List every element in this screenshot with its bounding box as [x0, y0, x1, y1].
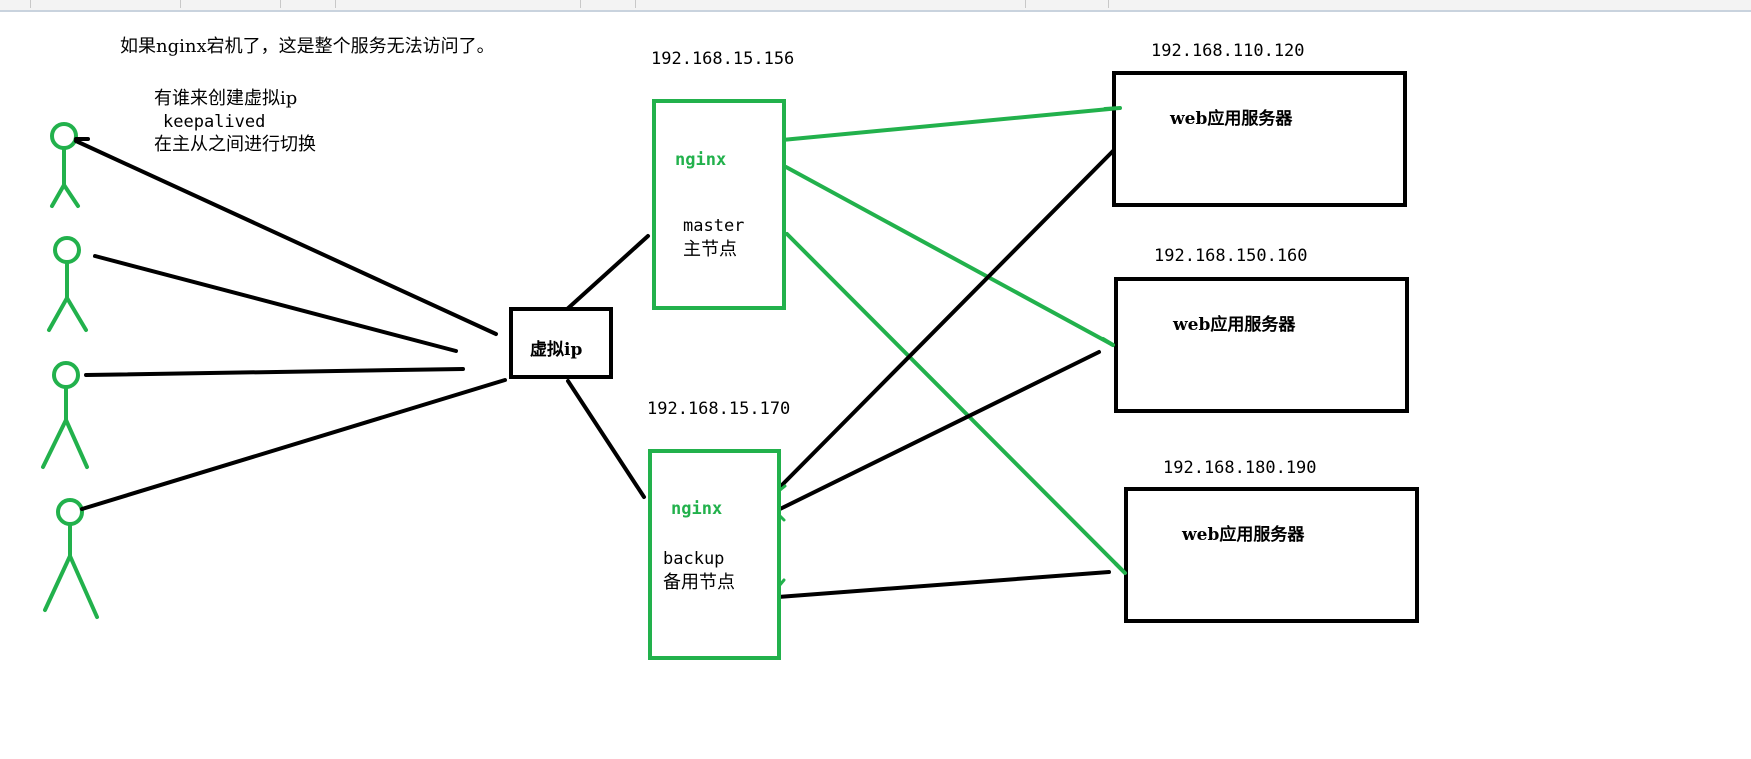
- connector-line: [563, 234, 650, 313]
- connector-line: [74, 139, 498, 336]
- vip-connectors: [563, 234, 650, 499]
- connector-line: [1114, 562, 1127, 575]
- user-icon: [41, 361, 89, 469]
- backup-connectors: [776, 145, 1119, 599]
- web-server-box: [1124, 487, 1419, 623]
- note-keepalived: keepalived: [163, 112, 265, 132]
- master-ip-label: 192.168.15.156: [651, 49, 794, 69]
- connector-line: [93, 254, 458, 353]
- user-icon: [50, 122, 80, 208]
- master-role-label: master: [683, 216, 744, 236]
- backup-ip-label: 192.168.15.170: [647, 399, 790, 419]
- backup-role-cn-label: 备用节点: [663, 572, 735, 593]
- toolbar-separator: [180, 0, 181, 8]
- master-nginx-label: nginx: [675, 150, 726, 170]
- toolbar-separator: [280, 0, 281, 8]
- connector-line: [778, 350, 1101, 511]
- web-server-label: web应用服务器: [1172, 314, 1296, 335]
- user-connectors: [74, 137, 507, 511]
- toolbar-separator: [30, 0, 31, 8]
- web-server-label: web应用服务器: [1181, 524, 1305, 545]
- connector-line: [1103, 106, 1122, 111]
- master-connectors: [780, 106, 1127, 575]
- user-icon: [47, 236, 88, 332]
- web-server-ip: 192.168.150.160: [1154, 246, 1308, 266]
- connector-line: [777, 145, 1119, 490]
- web-server-box: [1114, 277, 1409, 413]
- user-icon: [43, 498, 99, 619]
- web-server-label: web应用服务器: [1169, 108, 1293, 129]
- note-nginx-failure: 如果nginx宕机了，这是整个服务无法访问了。: [120, 36, 495, 57]
- connector-line: [80, 378, 507, 511]
- master-role-cn-label: 主节点: [683, 239, 737, 260]
- web-server-box: [1112, 71, 1407, 207]
- note-create-vip: 有谁来创建虚拟ip: [154, 88, 297, 109]
- connector-line: [785, 232, 1127, 575]
- connector-line: [784, 165, 1115, 347]
- note-failover: 在主从之间进行切换: [154, 134, 316, 155]
- connector-line: [566, 379, 646, 499]
- connector-line: [780, 106, 1122, 142]
- toolbar-separator: [635, 0, 636, 8]
- master-nginx-box: [652, 99, 786, 310]
- master-connector-stubs: [1101, 106, 1127, 575]
- connector-line: [1101, 337, 1115, 347]
- virtual-ip-label: 虚拟ip: [530, 339, 582, 360]
- toolbar-separator: [580, 0, 581, 8]
- connector-line: [84, 367, 465, 377]
- web-server-ip: 192.168.180.190: [1163, 458, 1317, 478]
- web-server-ip: 192.168.110.120: [1151, 41, 1305, 61]
- toolbar-strip: [0, 0, 1751, 12]
- toolbar-separator: [1025, 0, 1026, 8]
- toolbar-separator: [1108, 0, 1109, 8]
- virtual-ip-box: [509, 307, 613, 379]
- toolbar-separator: [335, 0, 336, 8]
- backup-role-label: backup: [663, 549, 724, 569]
- backup-nginx-label: nginx: [671, 499, 722, 519]
- backup-nginx-box: [648, 449, 781, 660]
- connector-line: [776, 570, 1111, 599]
